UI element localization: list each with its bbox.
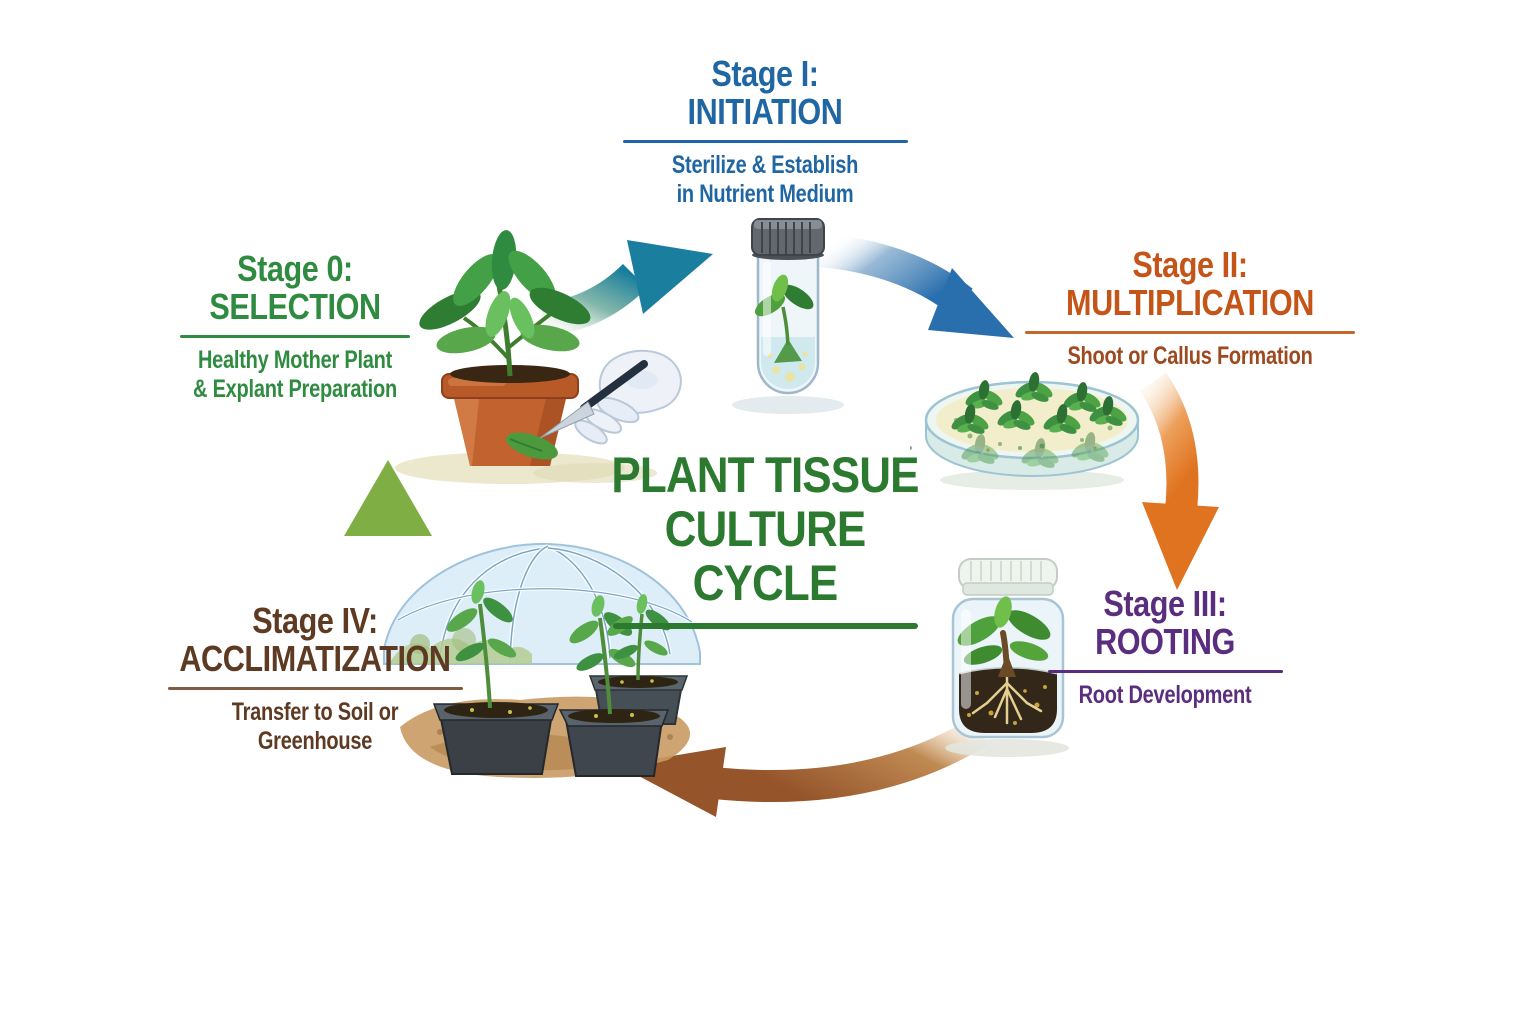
arrow-selection-to-initiation-icon [540,240,713,337]
stage-1-name: INITIATION [687,90,843,132]
potted-mother-plant-with-scalpel-icon [395,230,682,484]
stage-0-name: SELECTION [209,285,381,327]
stage-2-underline [1025,330,1355,334]
stage-4-name: ACCLIMATIZATION [179,637,451,679]
stage-1-subtitle-line1: Sterilize & Establish [671,150,859,179]
stage-3-name: ROOTING [1095,620,1235,662]
stage-1-underline [622,139,908,143]
stage-2-subtitle-line1: Shoot or Callus Formation [1067,341,1313,370]
stage-4-heading: Stage IV: [252,600,378,641]
stage-3-rooting-label: Stage III: ROOTING Root Development [1025,585,1305,710]
arrow-acclimatization-to-selection-icon [344,460,432,606]
seedling-icon [446,580,517,709]
stage-0-heading: Stage 0: [237,248,353,289]
rooting-jar-icon [945,558,1069,757]
stage-2-name: MULTIPLICATION [1066,281,1314,323]
diagram-title: PLANT TISSUE CULTURE CYCLE [585,448,945,629]
stage-1-initiation-label: Stage I: INITIATION Sterilize & Establis… [585,55,945,209]
diagram-title-line2: CULTURE CYCLE [664,501,867,611]
stage-1-heading: Stage I: [711,53,819,94]
stage-3-heading: Stage III: [1103,583,1227,624]
petri-dish-shoots-icon [910,371,1140,490]
diagram-title-underline [612,623,918,629]
stage-2-multiplication-label: Stage II: MULTIPLICATION Shoot or Callus… [1010,246,1370,371]
stage-4-acclimatization-label: Stage IV: ACCLIMATIZATION Transfer to So… [140,602,490,756]
scalpel-icon [580,360,648,412]
stage-4-underline [167,686,463,690]
stage-3-subtitle-line1: Root Development [1078,680,1252,709]
arrow-initiation-to-multiplication-icon [818,233,1014,338]
stage-2-heading: Stage II: [1132,244,1248,285]
stage-0-subtitle-line2: & Explant Preparation [193,374,397,403]
greenhouse-seedling-trays-icon [383,542,701,778]
arrow-multiplication-to-rooting-icon [1139,372,1219,590]
seedling-icon [569,595,636,715]
stage-0-subtitle-line1: Healthy Mother Plant [197,345,393,374]
stage-0-selection-label: Stage 0: SELECTION Healthy Mother Plant … [115,250,475,404]
stage-1-subtitle-line2: in Nutrient Medium [676,179,854,208]
stage-0-underline [180,334,410,338]
culture-test-tube-icon [732,218,844,414]
roots-icon [971,673,1043,725]
stage-3-underline [1047,669,1283,673]
stage-4-subtitle-line1: Transfer to Soil or Greenhouse [231,697,399,755]
diagram-title-line1: PLANT TISSUE [611,447,919,503]
